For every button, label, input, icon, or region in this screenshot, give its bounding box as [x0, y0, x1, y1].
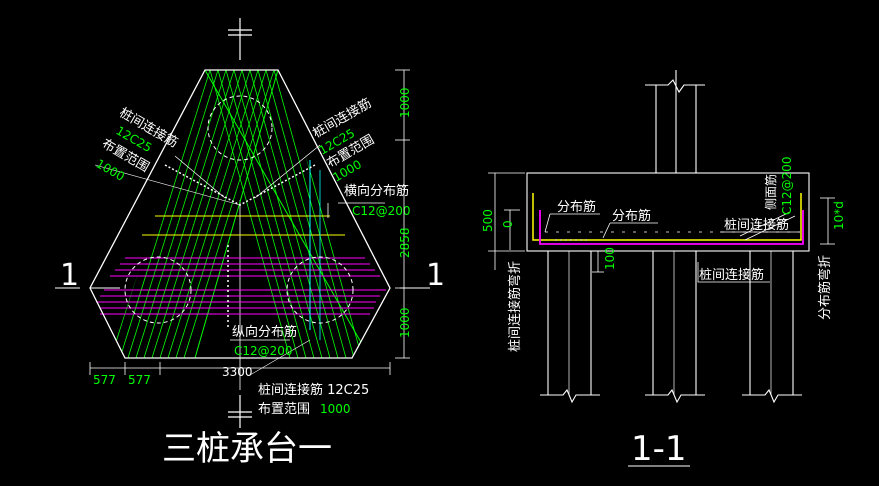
- dim-0: 0: [501, 220, 515, 228]
- side-bar-label: 侧面筋: [763, 174, 778, 210]
- dim-bottom-2: 577: [128, 373, 151, 387]
- tie-bar-range-value-bottom: 1000: [320, 402, 351, 416]
- dimension-bottom: [89, 362, 391, 375]
- longitudinal-bar-label: 纵向分布筋: [232, 324, 297, 340]
- left-vertical-note: 桩间连接筋弯折: [507, 261, 523, 352]
- section-mark-left: 1: [60, 258, 79, 293]
- magenta-rebar: [539, 210, 804, 245]
- plan-view: 1 1 桩间连接筋 12C25 布置范围 1000 桩间连接筋 12C25 布置…: [55, 18, 445, 469]
- tie-bar-label-section-2: 桩间连接筋: [699, 267, 764, 283]
- section-view: 分布筋 分布筋 桩间连接筋 桩间连接筋 侧面筋 C12@200 桩间连接筋弯折 …: [481, 70, 846, 469]
- tie-bar-label-left: 桩间连接筋 12C25 布置范围 1000: [94, 105, 181, 184]
- dim-bottom-1: 577: [93, 373, 116, 387]
- magenta-bars: [96, 257, 386, 315]
- dim-500: 500: [481, 209, 495, 232]
- plan-title: 三桩承台一: [162, 429, 332, 469]
- transverse-bar-spec: C12@200: [352, 204, 411, 218]
- transverse-bar-label: 横向分布筋: [344, 183, 409, 199]
- section-mark-right: 1: [426, 258, 445, 293]
- pile-right: [286, 256, 354, 324]
- dim-bottom-3: 3300: [222, 365, 253, 379]
- dim-right-1: 1000: [398, 87, 412, 118]
- dimension-right: [395, 69, 410, 359]
- tie-bar-range-label-bottom: 布置范围: [258, 402, 310, 417]
- pile-top: [207, 95, 273, 161]
- yellow-rebar: [532, 193, 802, 241]
- dim-100: 100: [603, 247, 617, 270]
- section-title: 1-1: [631, 429, 687, 469]
- dim-right-3: 1000: [398, 307, 412, 338]
- right-vertical-note: 分布筋弯折: [817, 255, 833, 320]
- pile-left: [124, 256, 192, 324]
- dist-bar-label-2: 分布筋: [612, 208, 651, 224]
- tie-bar-hatch-green: [110, 70, 371, 358]
- side-bar-spec: C12@200: [780, 156, 794, 215]
- right-dim-10d: 10*d: [832, 201, 846, 230]
- tie-bar-label-section-1: 桩间连接筋: [724, 217, 789, 233]
- longitudinal-bar-spec: C12@200: [234, 344, 293, 358]
- dist-bar-label-1: 分布筋: [557, 199, 596, 215]
- dim-right-2: 2858: [398, 227, 412, 258]
- tie-bar-label-bottom: 桩间连接筋 12C25: [258, 382, 369, 398]
